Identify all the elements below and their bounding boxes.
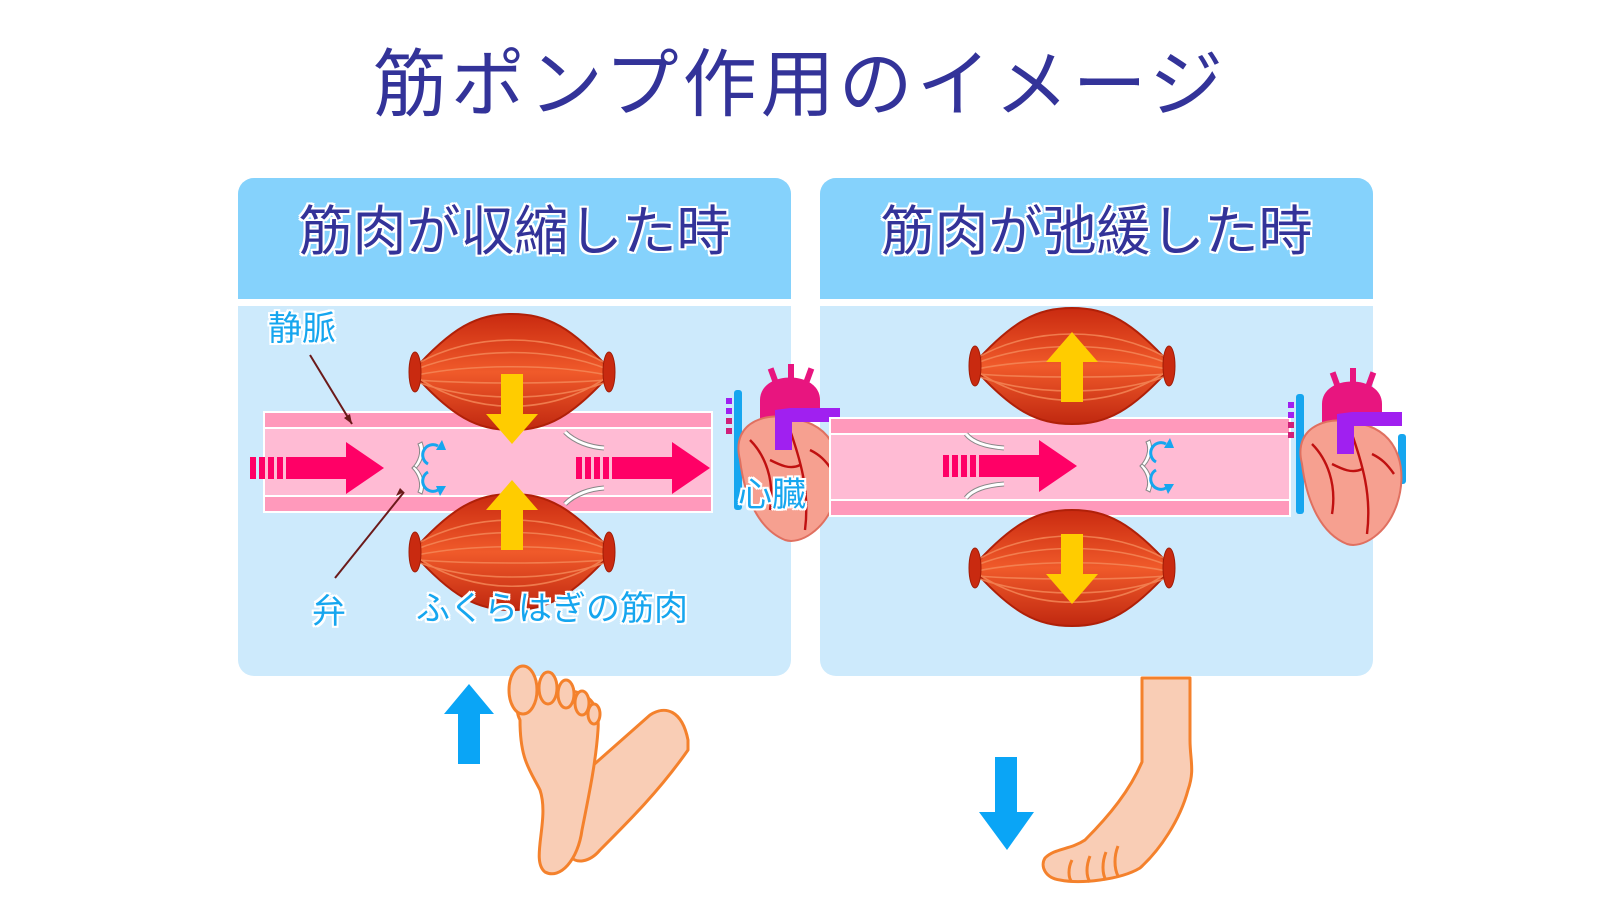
foot-pointed-icon <box>1041 676 1194 884</box>
page-title: 筋ポンプ作用のイメージ <box>372 42 1228 128</box>
vein-label: 静脈 <box>268 309 336 349</box>
vein-pointer-line <box>309 354 353 425</box>
panel-heading: 筋肉が収縮した時 <box>298 200 731 263</box>
panel-header: 筋肉が収縮した時 <box>238 178 791 299</box>
foot-flexed-icon <box>507 664 690 876</box>
valve-open-icon <box>964 432 1005 500</box>
calf-muscle-label: ふくらはぎの筋肉 <box>416 589 688 629</box>
valve-pointer-line <box>334 488 405 579</box>
motion-arrow-down-icon <box>979 757 1034 850</box>
valve-label: 弁 <box>312 592 346 632</box>
motion-arrow-up-icon <box>444 684 494 764</box>
heart-label: 心臓 <box>738 475 806 515</box>
divider <box>820 299 1373 306</box>
valve-open-icon <box>563 430 605 506</box>
divider <box>238 299 791 306</box>
heart-icon <box>1286 366 1408 547</box>
panel-header: 筋肉が弛緩した時 <box>820 178 1373 299</box>
vein-tube-right <box>829 417 1291 517</box>
panel-heading: 筋肉が弛緩した時 <box>880 200 1313 263</box>
